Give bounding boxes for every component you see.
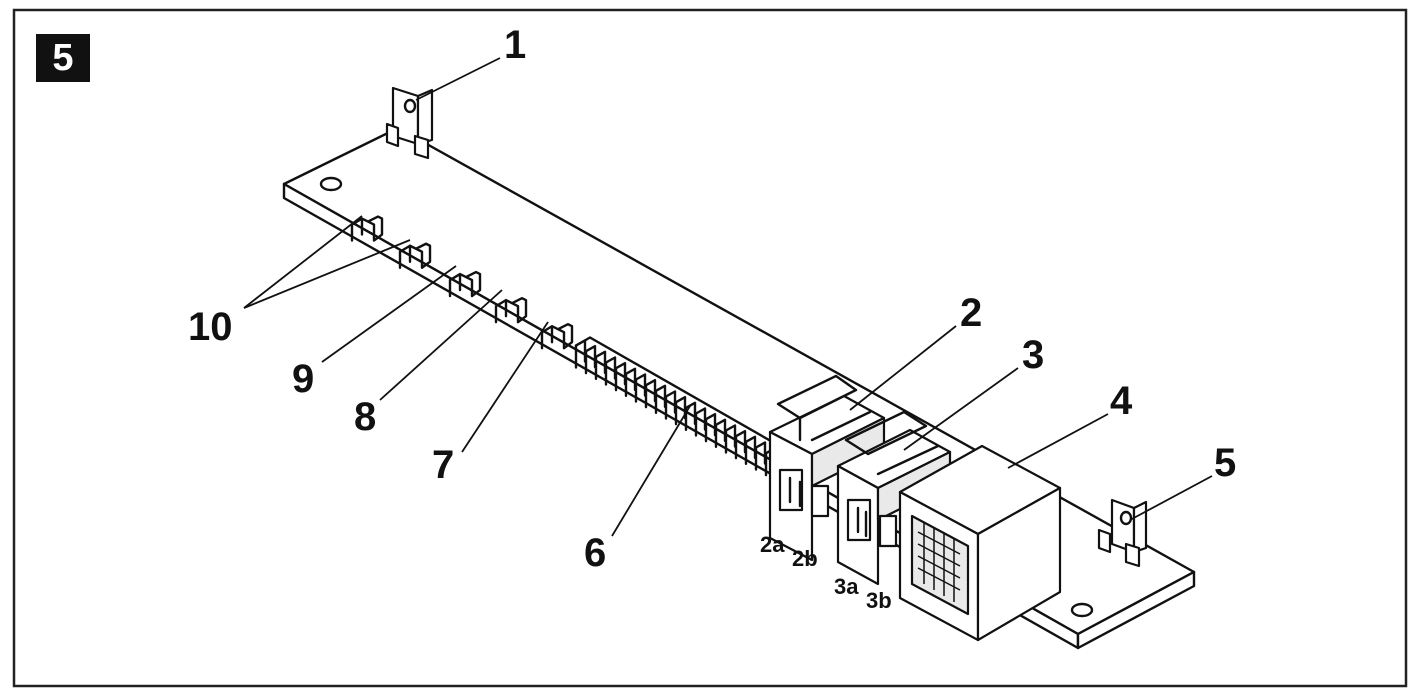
mounting-hole-left: [319, 176, 343, 192]
callout-8: 8: [354, 395, 376, 439]
edge-contact-pin: [540, 323, 574, 350]
leader-1: [415, 57, 501, 101]
callout-2: 2: [960, 291, 982, 335]
callout-3a: 3a: [834, 574, 859, 599]
leader-7: [461, 321, 549, 453]
edge-contact-pin: [494, 296, 528, 324]
callout-3b: 3b: [866, 588, 892, 613]
leader-3: [903, 367, 1019, 451]
leader-lines: [243, 57, 1213, 537]
callout-1: 1: [504, 23, 526, 67]
pcb-end-edge: [1076, 570, 1196, 650]
mounting-hole-right: [1070, 602, 1094, 618]
rj-socket-4: [898, 444, 1062, 642]
leader-8: [379, 289, 503, 401]
callout-5: 5: [1214, 441, 1236, 485]
jack-2: [768, 374, 886, 562]
callout-labels: 1 2 2a 2b 3 3a 3b 4 5 6 7 8 9 10: [188, 23, 1236, 613]
callout-7: 7: [432, 443, 454, 487]
leader-5: [1129, 475, 1213, 521]
callout-3: 3: [1022, 333, 1044, 377]
callout-6: 6: [584, 531, 606, 575]
leader-6: [611, 405, 691, 537]
edge-contacts: [350, 215, 574, 350]
mounting-clip-5: [1097, 498, 1148, 568]
callout-2b: 2b: [792, 546, 818, 571]
edge-contact-pin: [448, 270, 482, 298]
edge-contact-pin: [350, 215, 384, 242]
figure-number-badge: 5: [36, 34, 90, 82]
leader-10b: [243, 239, 411, 309]
callout-9: 9: [292, 357, 314, 401]
leader-10a: [243, 215, 363, 309]
callout-4: 4: [1110, 379, 1133, 423]
edge-contact-pin: [398, 242, 432, 269]
callout-2a: 2a: [760, 532, 785, 557]
leader-9: [321, 265, 457, 363]
mounting-clip-1: [385, 86, 434, 160]
leader-4: [1007, 413, 1109, 469]
leader-2: [849, 325, 957, 411]
callout-10: 10: [188, 305, 233, 349]
